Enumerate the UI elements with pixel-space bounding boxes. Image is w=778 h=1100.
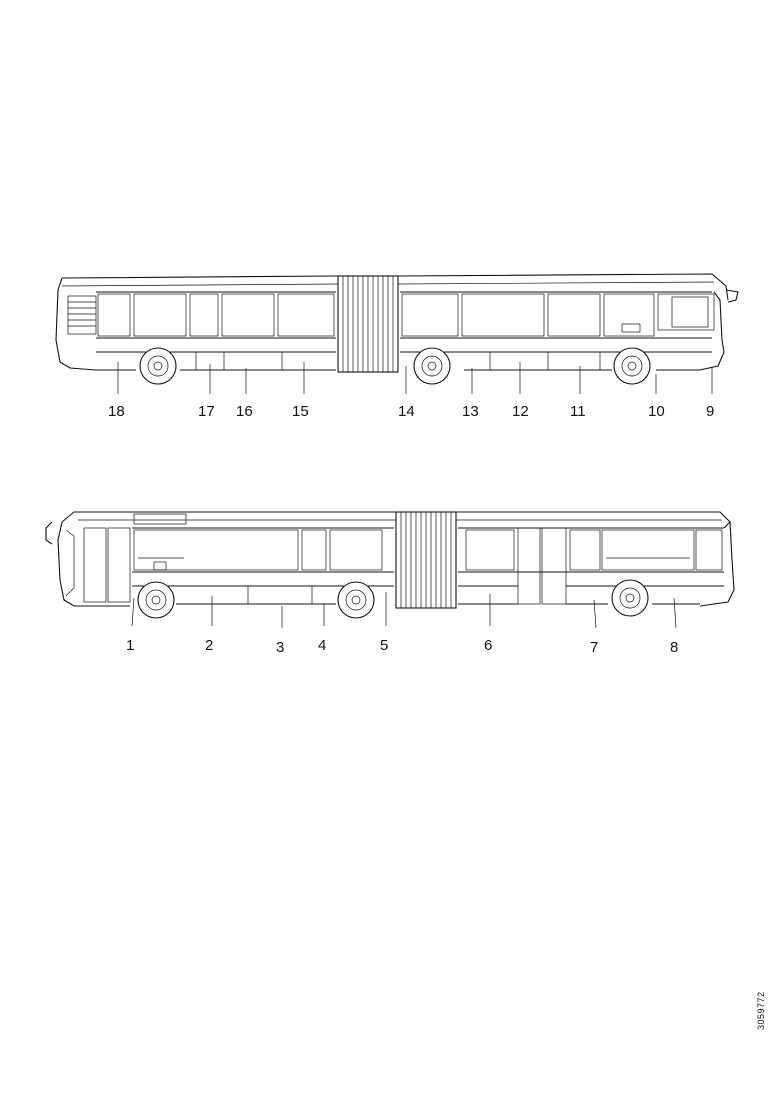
wheel-front-upper: [613, 347, 651, 385]
callout-2: 2: [205, 637, 213, 654]
wheel-rear-upper: [139, 347, 177, 385]
callout-18: 18: [108, 403, 125, 420]
figure-reference-code: 3059772: [756, 991, 766, 1030]
wheel-middle-upper: [413, 347, 451, 385]
callout-12: 12: [512, 403, 529, 420]
wheel-middle-lower: [337, 581, 375, 619]
callout-7: 7: [590, 639, 598, 656]
callout-17: 17: [198, 403, 215, 420]
lower-leader-lines: [131, 592, 677, 629]
callout-13: 13: [462, 403, 479, 420]
callout-5: 5: [380, 637, 388, 654]
rear-grille: [67, 295, 97, 335]
callout-9: 9: [706, 403, 714, 420]
callout-16: 16: [236, 403, 253, 420]
callout-15: 15: [292, 403, 309, 420]
callout-8: 8: [670, 639, 678, 656]
callout-14: 14: [398, 403, 415, 420]
wheel-rear-lower: [611, 579, 649, 617]
upper-bus-view: 18 17 16 15 14 13 12 11 10 9: [55, 273, 739, 420]
callout-3: 3: [276, 639, 284, 656]
front-door: [83, 527, 131, 603]
wheel-front-lower: [137, 581, 175, 619]
upper-leader-lines: [117, 362, 713, 394]
lower-bus-view: 1 2 3 4 5 6 7 8: [45, 511, 735, 656]
articulation-bellows-upper: [337, 275, 399, 373]
callout-10: 10: [648, 403, 665, 420]
rear-door: [517, 527, 567, 605]
callout-1: 1: [126, 637, 134, 654]
callout-11: 11: [570, 403, 586, 420]
articulation-bellows-lower: [395, 511, 457, 609]
callout-6: 6: [484, 637, 492, 654]
callout-4: 4: [318, 637, 326, 654]
